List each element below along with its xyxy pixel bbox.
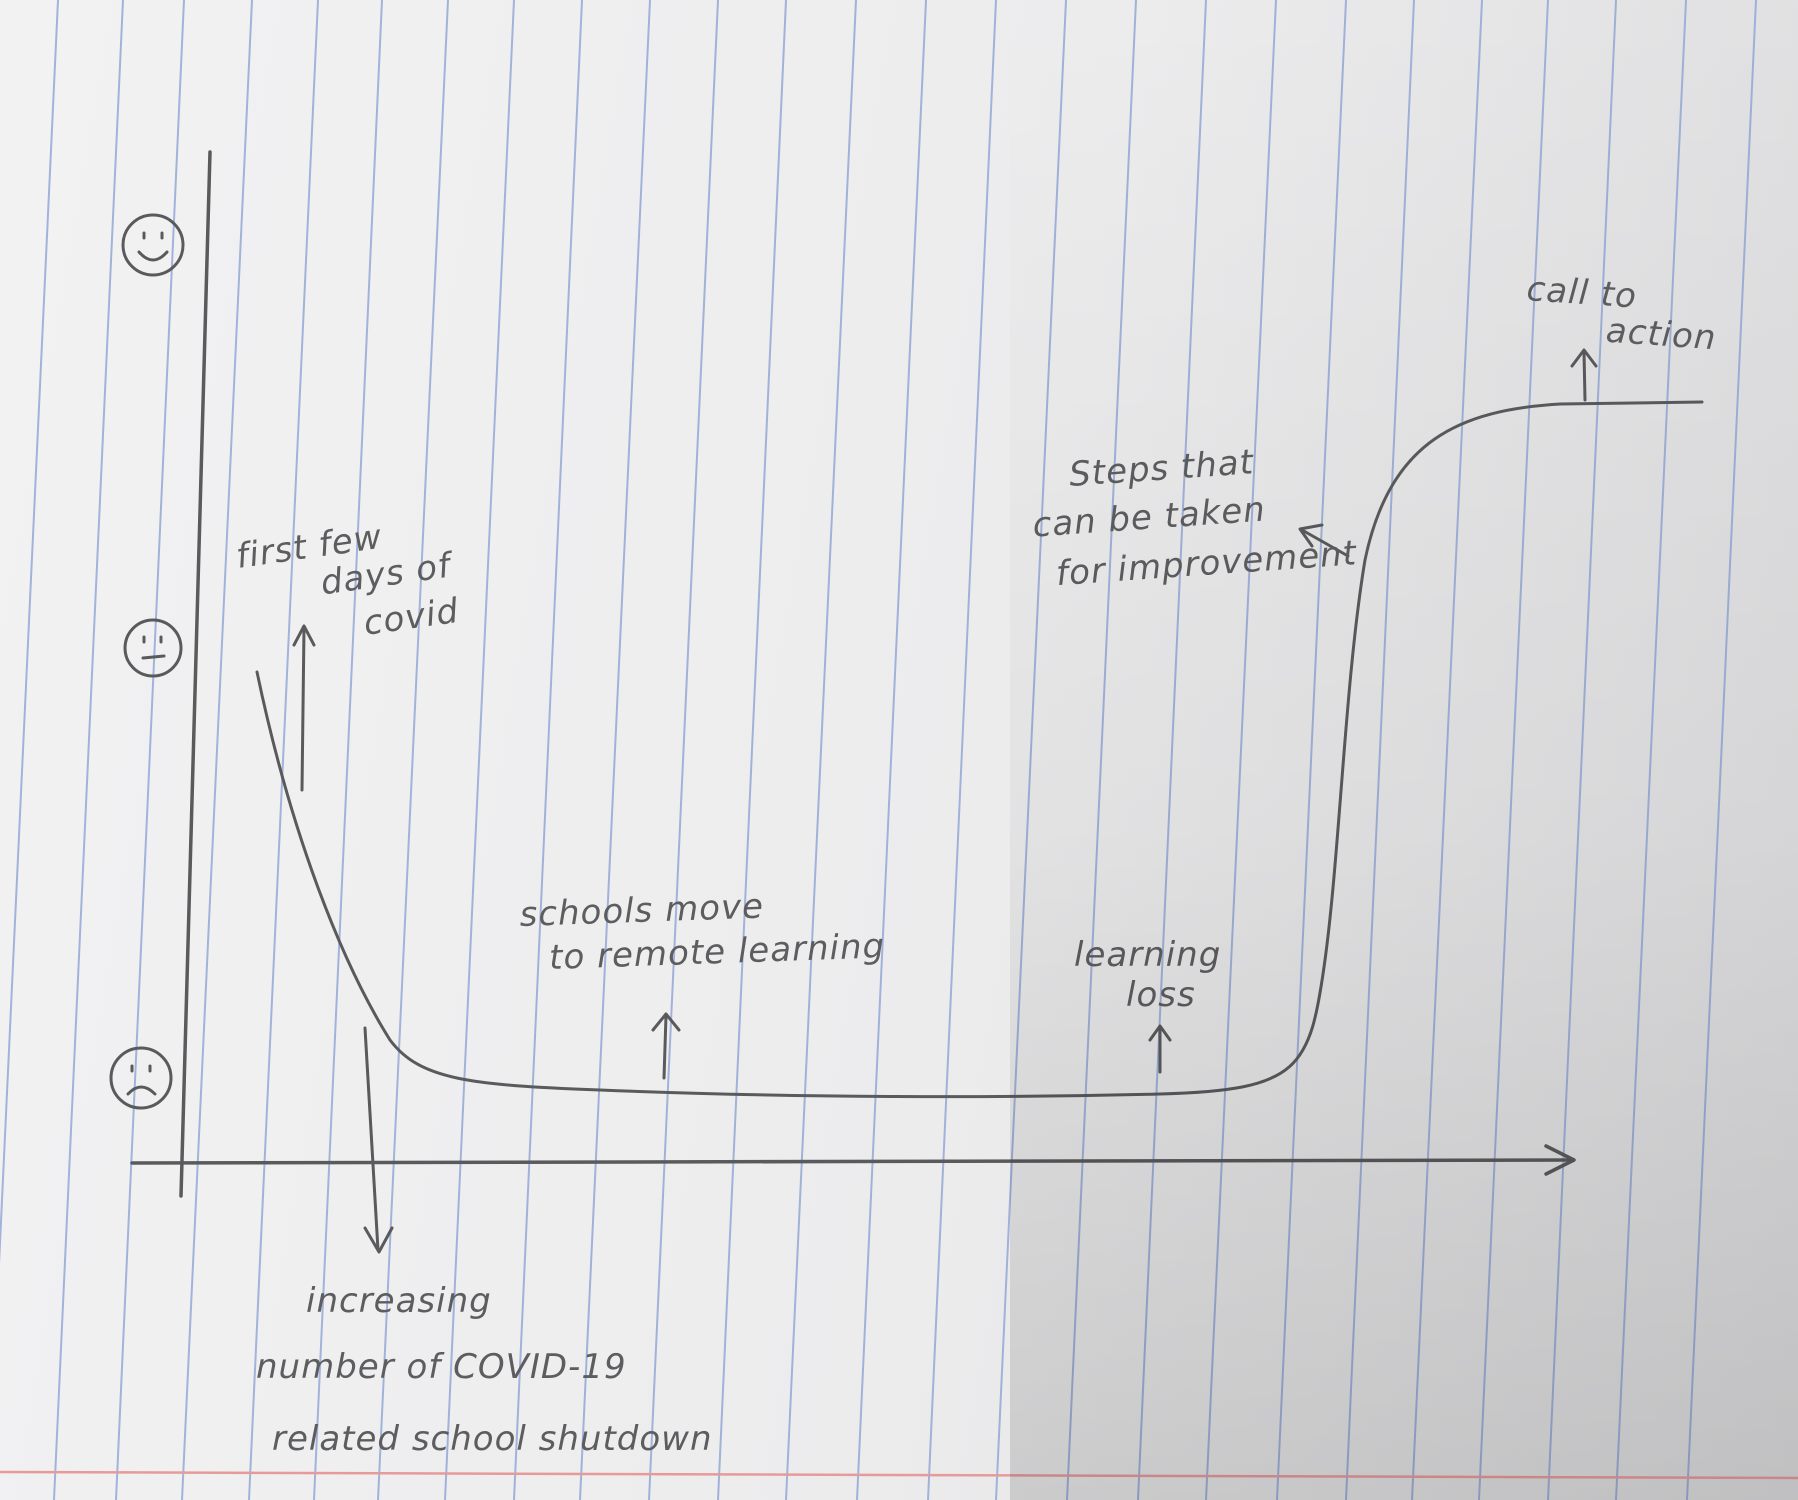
rule-line	[1137, 0, 1207, 1500]
neutral-face-icon	[123, 618, 183, 678]
rule-line	[1345, 0, 1415, 1500]
margin-line	[0, 1470, 1798, 1480]
call-to-action-line-1: call to	[1525, 269, 1638, 317]
remote-learning-arrow	[651, 1012, 681, 1080]
rule-line	[1205, 0, 1277, 1500]
learning-loss-line-2: loss	[1126, 975, 1196, 1015]
y-axis	[179, 150, 212, 1198]
learning-loss-arrow	[1148, 1024, 1172, 1074]
rule-line	[444, 0, 515, 1500]
rule-line	[579, 0, 651, 1500]
happy-face-icon	[121, 213, 185, 277]
rule-line	[1276, 0, 1347, 1500]
improvement-line-3: for improvement	[1055, 533, 1359, 594]
learning-loss-line-1: learning	[1074, 935, 1221, 975]
emotion-curve	[255, 400, 1704, 1099]
improvement-label: Steps that can be taken for improvement	[1028, 435, 1359, 595]
rule-line	[648, 0, 719, 1500]
rule-line	[181, 0, 253, 1500]
rule-line	[1686, 0, 1757, 1500]
improvement-line-2: can be taken	[1031, 489, 1267, 545]
rule-line	[1615, 0, 1687, 1500]
rule-line	[1547, 0, 1617, 1500]
x-axis-arrowhead	[1544, 1144, 1576, 1176]
call-to-action-label: call to action	[1523, 269, 1720, 358]
rule-line	[1066, 0, 1137, 1500]
shutdown-label: increasing number of COVID-19 related sc…	[256, 1281, 713, 1459]
rule-line	[995, 0, 1067, 1500]
shutdown-line-3: related school shutdown	[272, 1419, 713, 1459]
rule-line	[53, 0, 124, 1500]
remote-learning-line-2: to remote learning	[548, 926, 885, 978]
rule-line	[0, 0, 59, 1265]
call-to-action-line-2: action	[1605, 311, 1718, 359]
rule-line	[313, 0, 383, 1500]
sad-face-icon	[109, 1046, 173, 1110]
improvement-line-1: Steps that	[1068, 442, 1256, 495]
rule-line	[377, 0, 449, 1500]
first-days-arrow	[292, 624, 316, 792]
rule-line	[856, 0, 927, 1500]
shutdown-arrow	[363, 1026, 394, 1254]
call-to-action-arrow	[1570, 348, 1598, 402]
rule-lines	[0, 0, 1757, 1500]
remote-learning-label: schools move to remote learning	[519, 882, 886, 979]
rule-line	[248, 0, 319, 1500]
rule-line	[927, 0, 997, 1500]
remote-learning-line-1: schools move	[519, 886, 765, 935]
axes	[130, 150, 1576, 1198]
learning-loss-label: learning loss	[1074, 935, 1233, 1015]
shutdown-line-1: increasing	[306, 1281, 492, 1321]
rule-line	[785, 0, 857, 1500]
rule-line	[717, 0, 787, 1500]
rule-line	[513, 0, 583, 1500]
shutdown-line-2: number of COVID-19	[256, 1347, 627, 1387]
rule-line	[115, 0, 185, 1500]
rule-line	[1478, 0, 1549, 1500]
x-axis	[130, 1158, 1574, 1166]
first-days-line-3: covid	[361, 591, 461, 644]
rule-line	[1411, 0, 1483, 1500]
improvement-arrow	[1298, 523, 1350, 558]
